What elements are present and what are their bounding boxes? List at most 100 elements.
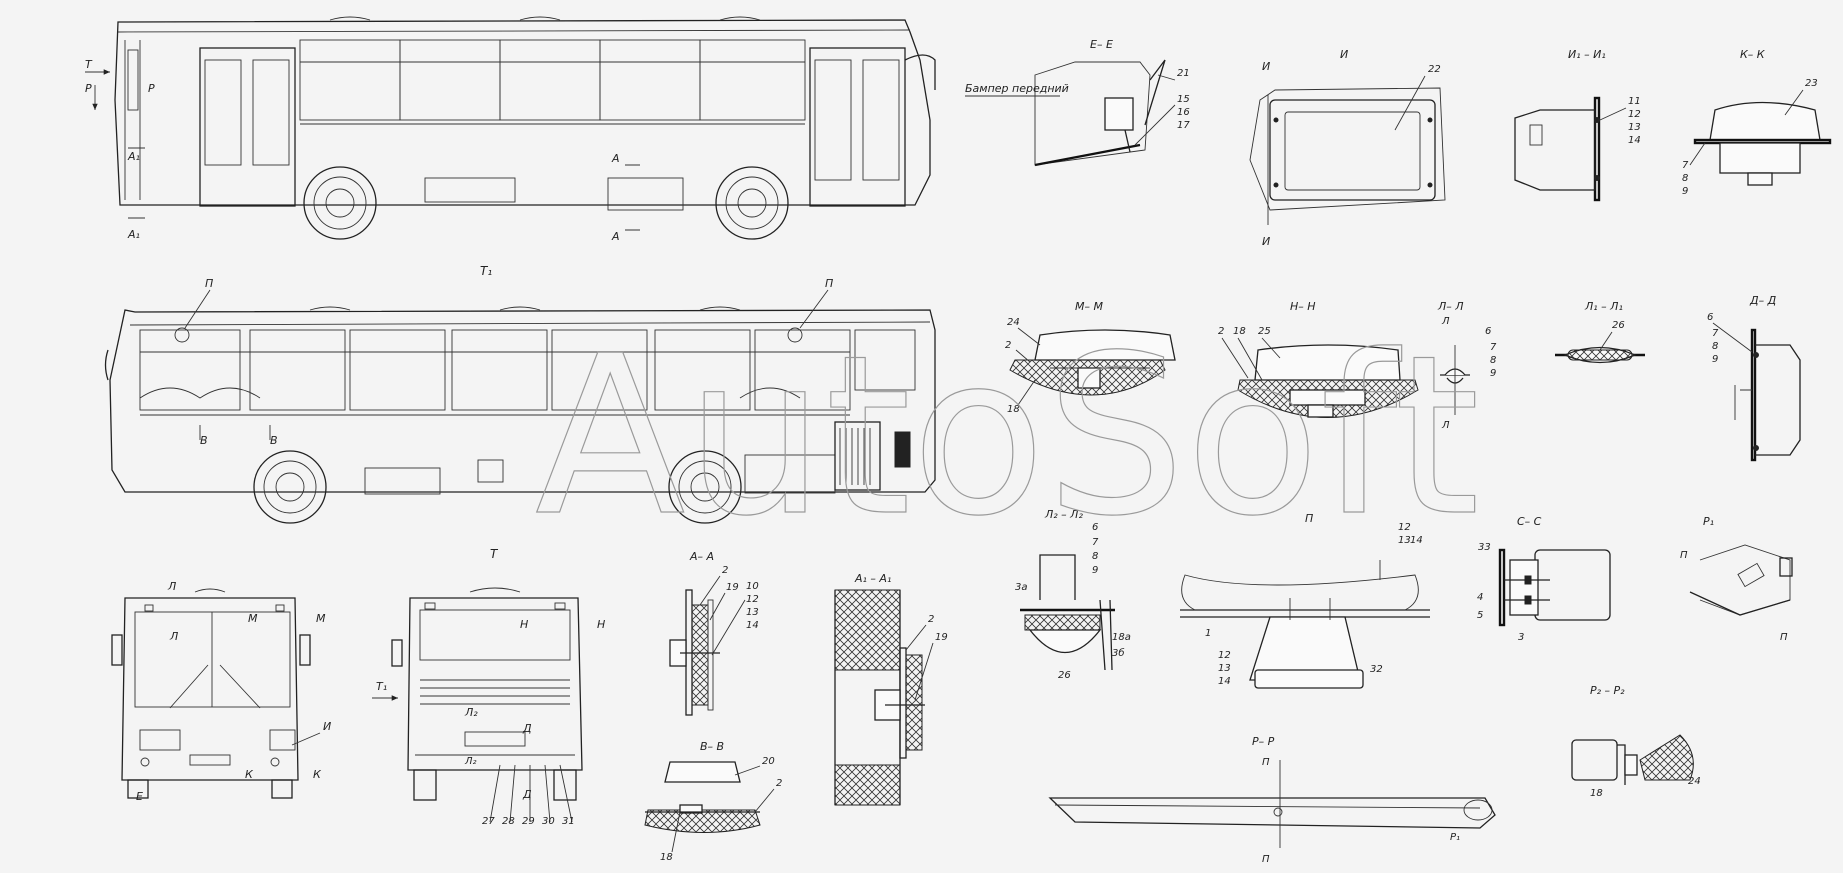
callout-19-AA: 19 — [726, 582, 739, 593]
callout-6-L2: 6 — [1092, 522, 1098, 533]
title-I: И — [1340, 48, 1348, 61]
callout-10-AA: 10 — [746, 581, 759, 592]
section-AA — [669, 589, 720, 716]
section-N-rear-2: Н — [597, 618, 605, 631]
section-K-front: К — [245, 768, 254, 781]
callout-9-L2: 9 — [1092, 565, 1098, 576]
callout-12-P-top: 12 — [1398, 522, 1411, 533]
section-BB — [644, 761, 761, 833]
callout-13-I1: 13 — [1628, 122, 1641, 133]
callout-6-DD: 6 — [1707, 312, 1713, 323]
view-P — [1180, 560, 1430, 689]
section-NN — [1237, 344, 1419, 418]
view-arrow-P-right: Р — [148, 82, 155, 95]
section-R2R2 — [1571, 734, 1694, 785]
callout-6-LL: 6 — [1485, 326, 1491, 337]
callout-16-EE: 16 — [1177, 107, 1190, 118]
callout-14-P-bot: 14 — [1218, 676, 1231, 687]
title-P: П — [1305, 512, 1313, 525]
callout-18-BB: 18 — [660, 852, 673, 863]
bumper-label: Бампер передний — [965, 82, 1069, 95]
callout-13-AA: 13 — [746, 607, 759, 618]
callout-18-R2: 18 — [1590, 788, 1603, 799]
title-EE: Е– Е — [1090, 38, 1113, 51]
callout-8-L2: 8 — [1092, 551, 1098, 562]
section-L2-rear: Л₂ — [464, 706, 478, 719]
callout-5: 5 — [1477, 610, 1483, 621]
section-B-right: В — [270, 434, 278, 447]
section-M-front-2: М — [316, 612, 326, 625]
callout-25: 25 — [1258, 326, 1271, 337]
callout-2-A1A1: 2 — [928, 614, 934, 625]
callout-1: 1 — [1205, 628, 1211, 639]
bus-side-view-right — [85, 16, 936, 240]
section-SS — [1498, 548, 1611, 627]
view-title-T1: Т₁ — [480, 264, 492, 278]
section-L-front-2: Л — [169, 630, 178, 643]
callout-24-R2: 24 — [1688, 776, 1701, 787]
section-B-left: В — [200, 434, 208, 447]
callout-31: 31 — [562, 816, 575, 827]
callout-33: 33 — [1478, 542, 1491, 553]
section-RR — [1048, 760, 1496, 848]
callout-4: 4 — [1477, 592, 1483, 603]
title-KK: К– К — [1740, 48, 1766, 61]
callout-13-P-top: 13 — [1398, 535, 1411, 546]
view-arrow-T1: Т₁ — [376, 680, 387, 693]
callout-26-L2: 26 — [1058, 670, 1071, 681]
section-A-bottom: А — [611, 230, 620, 243]
title-I1I1: И₁ – И₁ — [1568, 48, 1606, 61]
section-R2-bottom: П — [1262, 854, 1270, 865]
callout-7-DD: 7 — [1712, 328, 1719, 339]
section-R1-ref: Р₁ — [1450, 832, 1460, 843]
callout-18-NN: 18 — [1233, 326, 1246, 337]
title-NN: Н– Н — [1290, 300, 1316, 313]
bus-side-view-left — [104, 306, 936, 524]
callout-30: 30 — [542, 816, 555, 827]
callout-2-MM: 2 — [1005, 340, 1011, 351]
callout-8-KK: 8 — [1682, 173, 1688, 184]
section-L2L2 — [1020, 554, 1115, 671]
callout-21-EE: 21 — [1177, 68, 1190, 79]
title-L2L2: Л₂ – Л₂ — [1044, 508, 1083, 521]
section-L2-rear-2: Л₂ — [464, 756, 477, 767]
section-N-rear: Н — [520, 618, 528, 631]
callout-13-P-bot: 13 — [1218, 663, 1231, 674]
view-arrow-T: Т — [85, 58, 93, 71]
callout-14-P-top: 14 — [1410, 535, 1423, 546]
callout-14-AA: 14 — [746, 620, 759, 631]
view-R1 — [1689, 544, 1793, 616]
callout-15-EE: 15 — [1177, 94, 1190, 105]
section-K-front-2: К — [313, 768, 322, 781]
section-I1I1 — [1514, 96, 1601, 202]
callout-26-L1: 26 — [1612, 320, 1625, 331]
section-KK — [1693, 101, 1832, 186]
callout-7-L2: 7 — [1092, 537, 1099, 548]
title-R2R2: Р₂ – Р₂ — [1590, 684, 1625, 697]
section-I1-bottom: И — [1262, 235, 1270, 248]
section-A1A1 — [834, 589, 925, 806]
callout-17-EE: 17 — [1177, 120, 1190, 131]
callout-20-BB: 20 — [762, 756, 775, 767]
callout-8-DD: 8 — [1712, 341, 1718, 352]
section-L-front: Л — [167, 580, 176, 593]
section-S-bottom: П — [1780, 632, 1788, 643]
watermark-text: AutoSoft — [535, 308, 1480, 564]
section-LL — [1440, 345, 1470, 415]
section-R2-top: П — [1262, 757, 1270, 768]
bus-rear-view — [391, 587, 583, 801]
callout-2-BB: 2 — [776, 778, 782, 789]
title-L1L1: Л₁ – Л₁ — [1584, 300, 1623, 313]
callout-12-AA: 12 — [746, 594, 759, 605]
callout-27: 27 — [482, 816, 495, 827]
section-I1-top: И — [1262, 60, 1270, 73]
callout-22: 22 — [1428, 64, 1441, 75]
view-I — [1249, 87, 1446, 225]
title-BB: В– В — [700, 740, 724, 753]
callout-9-LL: 9 — [1490, 368, 1496, 379]
callout-7-LL: 7 — [1490, 342, 1497, 353]
section-L1L1 — [1555, 346, 1645, 364]
bus-front-view — [111, 588, 311, 799]
callout-7-KK: 7 — [1682, 160, 1689, 171]
callout-8-LL: 8 — [1490, 355, 1496, 366]
